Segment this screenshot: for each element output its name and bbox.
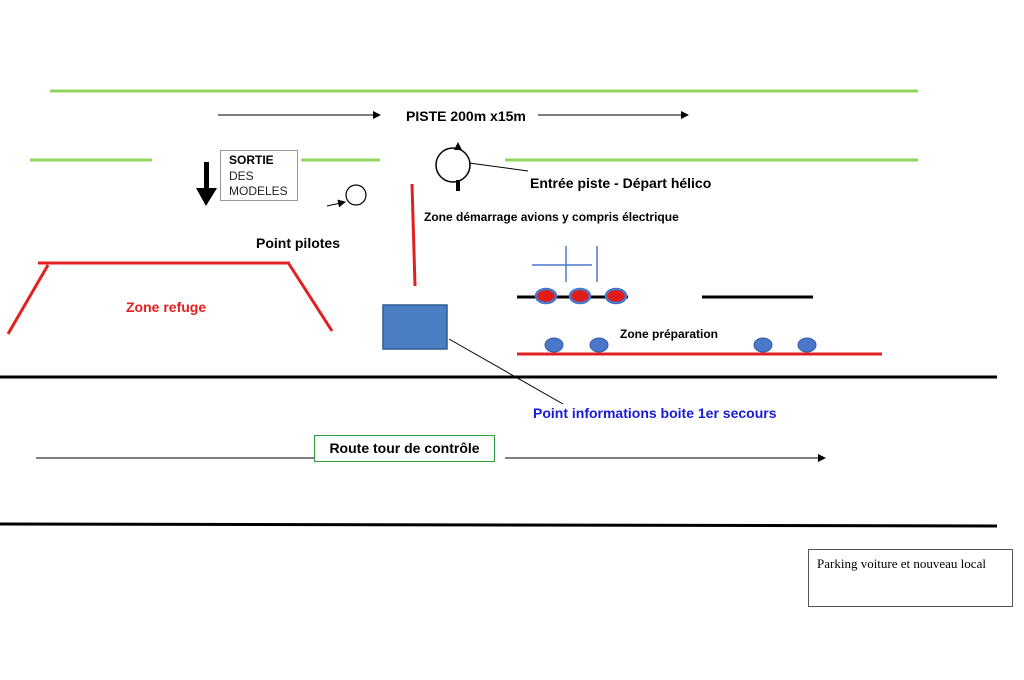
zone-demarrage-label: Zone démarrage avions y compris électriq…	[424, 210, 679, 224]
helico-entry-circle	[435, 147, 471, 183]
entree-piste-label: Entrée piste - Départ hélico	[530, 175, 712, 191]
sortie-arrow-head	[196, 188, 217, 206]
prep-spot-3	[753, 337, 773, 353]
sortie-des-modeles-box: SORTIE DES MODELES	[220, 150, 298, 201]
zone-refuge-label: Zone refuge	[126, 299, 207, 315]
road-edge-bottom	[0, 522, 998, 528]
route-tour-controle-label: Route tour de contrôle	[314, 435, 495, 462]
prep-spot-1	[544, 337, 564, 353]
info-pointer	[448, 338, 564, 405]
point-pilotes-pointer-icon	[326, 199, 346, 208]
sortie-label-line2: DES	[229, 169, 254, 183]
zone-demarrage-boundary	[410, 183, 417, 287]
info-box	[382, 304, 448, 350]
zone-refuge-left	[6, 264, 50, 335]
helico-entry-pointer	[468, 162, 529, 172]
zone-refuge-right	[287, 263, 334, 332]
prep-spot-2	[589, 337, 609, 353]
zone-preparation-label: Zone préparation	[620, 327, 719, 341]
helico-entry-arrow-icon	[454, 142, 462, 150]
start-spot-1	[534, 287, 558, 305]
sortie-arrow-shaft	[204, 162, 209, 190]
runway-title: PISTE 200m x15m	[406, 108, 526, 124]
start-spot-3	[604, 287, 628, 305]
parking-label: Parking voiture et nouveau local	[808, 549, 1013, 607]
point-pilotes-circle	[345, 184, 367, 206]
sortie-label-line3: MODELES	[229, 184, 288, 198]
start-spot-2	[568, 287, 592, 305]
point-pilotes-label: Point pilotes	[256, 235, 340, 251]
point-informations-label: Point informations boite 1er secours	[533, 405, 777, 421]
prep-spot-4	[797, 337, 817, 353]
sortie-label-line1: SORTIE	[229, 153, 274, 167]
